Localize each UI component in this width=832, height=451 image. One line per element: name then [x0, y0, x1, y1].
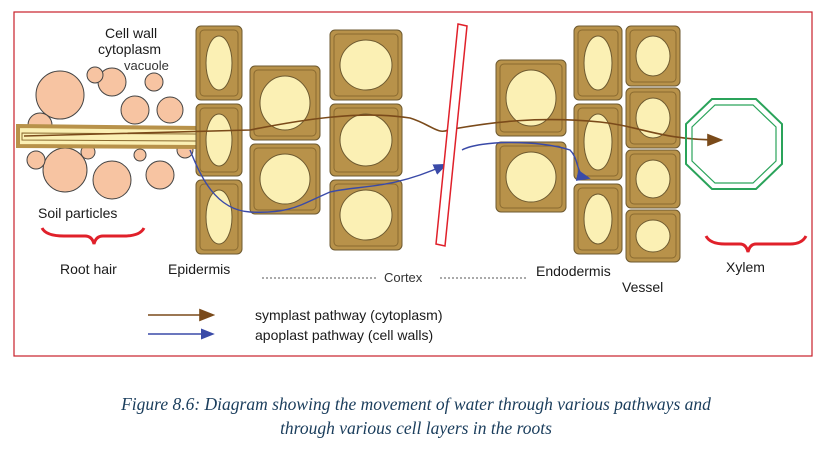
vacuole	[339, 39, 393, 91]
label-endodermis: Endodermis	[536, 263, 611, 279]
vacuole	[205, 35, 233, 91]
vacuole	[339, 189, 393, 241]
vessel-cell	[573, 25, 623, 101]
soil-particle	[133, 148, 147, 162]
xylem-bracket	[704, 235, 808, 253]
soil-particle	[145, 160, 175, 190]
vessel-cell	[625, 149, 681, 209]
root-hair-bracket	[40, 227, 146, 245]
epidermis-cell	[195, 179, 243, 255]
casparian-strip	[435, 23, 468, 247]
label-cell-wall: Cell wall	[105, 25, 157, 41]
vacuole	[259, 75, 311, 131]
vacuole	[635, 159, 671, 199]
soil-particle	[42, 147, 88, 193]
soil-particle	[92, 160, 132, 200]
label-root-hair: Root hair	[60, 261, 117, 277]
xylem-vessel	[685, 98, 783, 190]
diagram-frame	[13, 11, 813, 357]
epidermis-cell	[195, 103, 243, 177]
soil-particle	[144, 72, 164, 92]
label-vessel: Vessel	[622, 279, 663, 295]
endodermis-cell	[495, 141, 567, 213]
caption-line-1: Figure 8.6: Diagram showing the movement…	[121, 394, 711, 414]
cortex-cell	[329, 29, 403, 101]
vacuole	[259, 153, 311, 205]
soil-particle	[86, 66, 104, 84]
cortex-cell	[329, 103, 403, 177]
vacuole	[505, 69, 557, 127]
label-cytoplasm: cytoplasm	[98, 41, 161, 57]
cell-layers	[195, 25, 681, 263]
apoplast-pathway-arrow-2	[461, 141, 591, 181]
figure-caption: Figure 8.6: Diagram showing the movement…	[0, 392, 832, 440]
vacuole	[583, 35, 613, 91]
xylem-vessel-inner	[691, 104, 777, 184]
vessel-cell	[625, 209, 681, 263]
vacuole	[583, 193, 613, 245]
vessel-cell	[625, 25, 681, 87]
vacuole	[635, 35, 671, 77]
root-hair	[16, 123, 202, 150]
label-xylem: Xylem	[726, 259, 765, 275]
soil-particle	[26, 150, 46, 170]
vacuole	[205, 113, 233, 167]
soil-particles	[26, 66, 194, 200]
soil-particle	[120, 95, 150, 125]
vacuole	[583, 113, 613, 171]
label-vacuole: vacuole	[124, 58, 169, 73]
soil-particle	[156, 96, 184, 124]
cortex-cell	[329, 179, 403, 251]
apoplast-pathway-arrow	[189, 149, 448, 213]
vessel-cell	[573, 183, 623, 255]
label-epidermis: Epidermis	[168, 261, 230, 277]
vessel-cell	[573, 103, 623, 181]
vacuole	[635, 97, 671, 139]
label-cortex: Cortex	[384, 270, 423, 285]
epidermis-cell	[195, 25, 243, 101]
vessel-cell	[625, 87, 681, 149]
label-soil-particles: Soil particles	[38, 205, 117, 221]
cortex-cell	[249, 65, 321, 141]
vacuole	[339, 113, 393, 167]
symplast-pathway-arrow	[23, 114, 724, 147]
legend-symplast-label: symplast pathway (cytoplasm)	[255, 307, 443, 323]
endodermis-cell	[495, 59, 567, 137]
soil-particle	[35, 70, 85, 120]
caption-line-2: through various cell layers in the roots	[280, 418, 552, 438]
legend-apoplast-label: apoplast pathway (cell walls)	[255, 327, 433, 343]
vacuole	[505, 151, 557, 203]
vacuole	[635, 219, 671, 253]
cortex-cell	[249, 143, 321, 215]
